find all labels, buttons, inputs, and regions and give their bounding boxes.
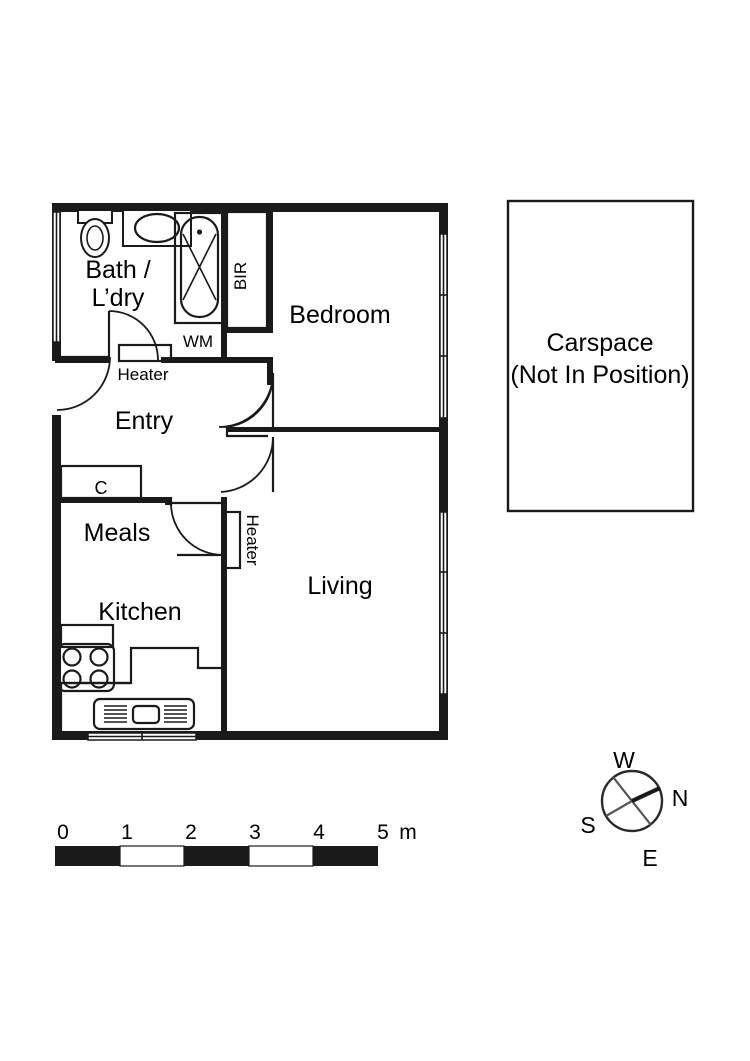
cupboard-closet <box>59 464 143 500</box>
fixture-label-heater-living: Heater <box>243 514 262 565</box>
scale-bar-segments <box>55 845 378 867</box>
door-bedroom <box>218 372 275 428</box>
cooktop-fixture <box>56 642 116 693</box>
compass-label-bottom: E <box>642 845 657 871</box>
window-kitchen-bottom <box>87 732 197 741</box>
toilet-fixture <box>77 209 113 258</box>
bath-tub-fixture <box>173 211 225 325</box>
scale-tick-0: 0 <box>57 821 69 844</box>
scale-tick-2: 2 <box>185 821 197 844</box>
fixture-label-wm: WM <box>183 332 213 351</box>
scale-tick-5: 5 <box>377 821 389 844</box>
compass-label-left: S <box>580 812 595 838</box>
basin-fixture <box>122 209 192 247</box>
door-entry-front <box>56 355 111 411</box>
compass-rose: W N E S <box>580 747 688 871</box>
fixture-label-cupboard: C <box>95 478 108 498</box>
door-bedroom-arc-fix <box>220 374 274 428</box>
carspace-box: Carspace (Not In Position) <box>506 199 695 513</box>
scale-tick-1: 1 <box>121 821 133 844</box>
scale-tick-4: 4 <box>313 821 325 844</box>
scale-unit: m <box>399 821 417 844</box>
compass-label-right: N <box>672 785 689 811</box>
scale-tick-3: 3 <box>249 821 261 844</box>
window-bedroom-right <box>439 233 448 419</box>
carspace-label-line2: (Not In Position) <box>510 361 689 389</box>
bir-closet <box>225 210 269 330</box>
kitchen-benchtop <box>59 646 221 731</box>
room-label-meals: Meals <box>84 519 151 547</box>
heater-box-living <box>221 510 242 570</box>
door-meals <box>169 497 224 557</box>
sink-fixture <box>92 697 196 731</box>
window-bath-left <box>52 211 61 343</box>
room-label-living: Living <box>307 572 372 600</box>
door-bathroom <box>107 310 159 361</box>
window-living-right <box>439 511 448 695</box>
room-label-bath-line1: Bath / <box>85 256 150 284</box>
room-label-bath-line2: L’dry <box>92 284 145 312</box>
room-label-bedroom: Bedroom <box>289 301 390 329</box>
kitchen-bench-upper <box>59 623 115 649</box>
carspace-label-line1: Carspace <box>547 329 654 357</box>
fixture-label-heater-entry: Heater <box>117 365 168 384</box>
room-label-entry: Entry <box>115 407 174 435</box>
heater-box-entry <box>117 343 173 363</box>
compass-label-top: W <box>613 747 635 773</box>
door-living <box>220 436 275 493</box>
fixture-label-bir: BIR <box>231 262 250 290</box>
scale-bar: 0 1 2 3 4 5 m <box>55 821 417 867</box>
room-label-kitchen: Kitchen <box>98 598 181 626</box>
